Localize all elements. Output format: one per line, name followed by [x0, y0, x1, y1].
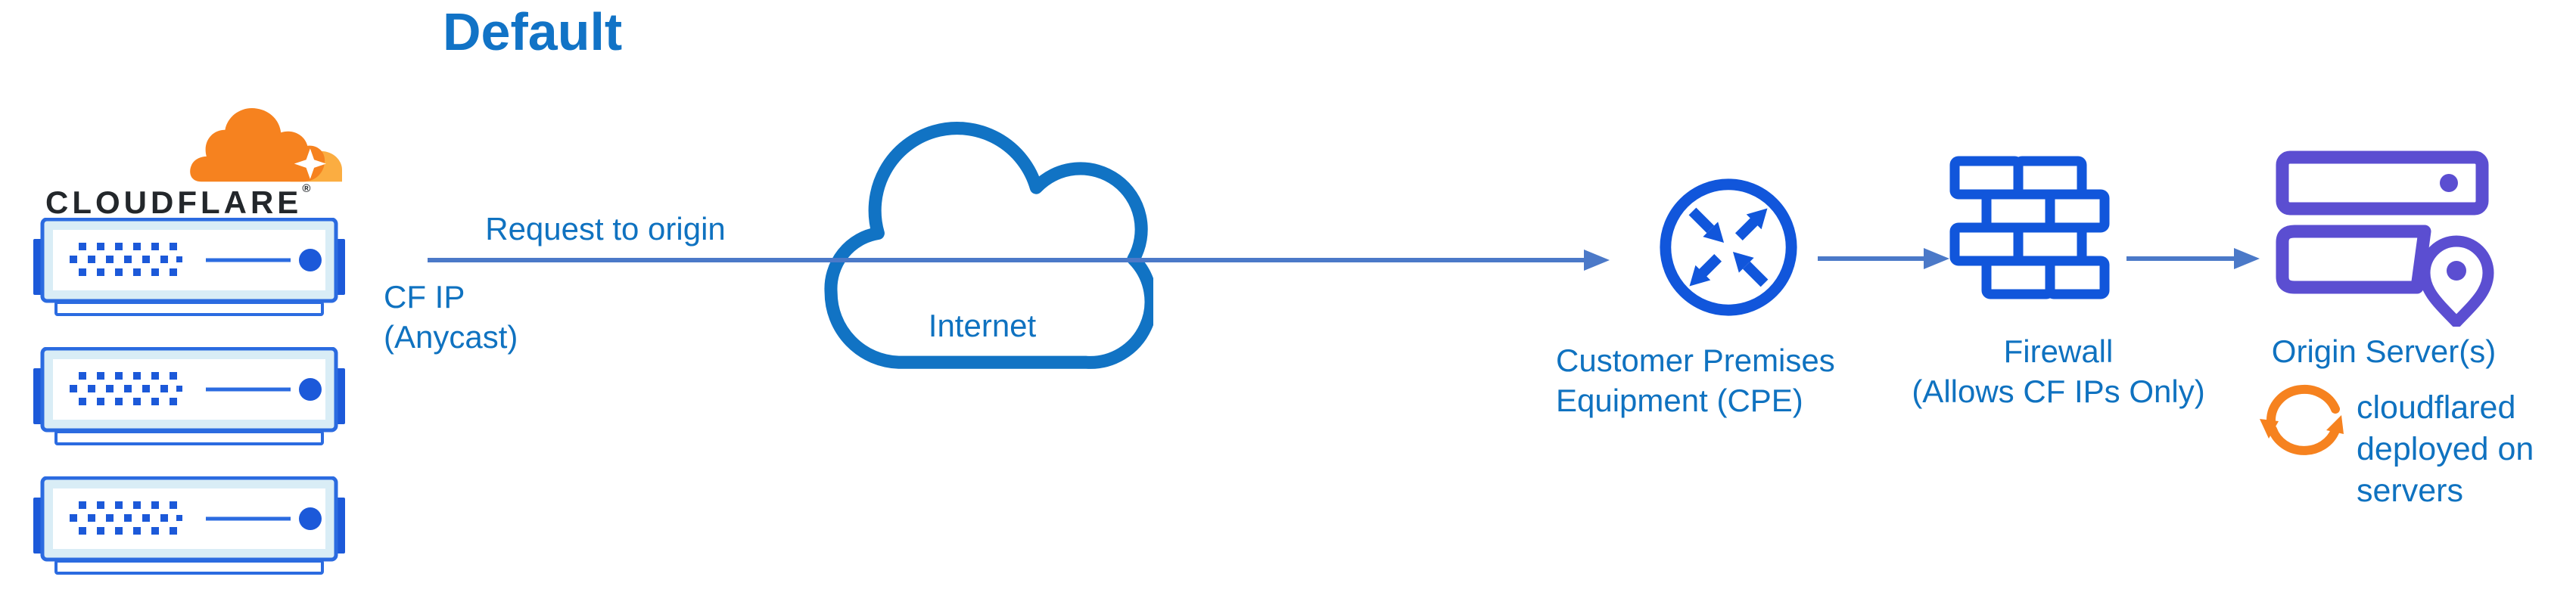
- internet-label: Internet: [928, 308, 1037, 343]
- cpe-label: Customer Premises Equipment (CPE): [1556, 340, 1835, 420]
- cloudflare-server-icon: [33, 347, 345, 445]
- cloudflare-logo-cloud-icon: [190, 108, 342, 182]
- flow-line-cpe-firewall: [1818, 256, 1924, 261]
- location-pin-icon: [2419, 235, 2494, 327]
- firewall-label-line2: (Allows CF IPs Only): [1912, 374, 2205, 409]
- registered-trademark: ®: [302, 182, 311, 195]
- cloudflared-note-line2: deployed on: [2357, 431, 2534, 467]
- cloudflare-server-icon: [33, 476, 345, 575]
- diagram-title: Default: [443, 2, 623, 61]
- cpe-label-line1: Customer Premises: [1556, 343, 1835, 378]
- firewall-label: Firewall (Allows CF IPs Only): [1888, 331, 2229, 411]
- cloudflare-wordmark-text: CLOUDFLARE: [45, 185, 303, 220]
- flow-line-firewall-origin: [2126, 256, 2234, 261]
- cpe-router-icon: [1660, 178, 1797, 316]
- cloudflare-wordmark: CLOUDFLARE®: [45, 182, 310, 221]
- cloudflared-note-line1: cloudflared: [2357, 389, 2516, 426]
- firewall-brick-icon: [1949, 156, 2110, 299]
- flow-arrowhead-request: [1584, 250, 1610, 271]
- cf-ip-line: CF IP: [384, 279, 465, 315]
- sync-arrows-icon: [2260, 384, 2344, 455]
- flow-arrowhead-cpe-firewall: [1924, 248, 1949, 269]
- cf-ip-anycast-label: CF IP (Anycast): [384, 277, 518, 357]
- origin-servers-label: Origin Server(s): [2271, 333, 2497, 369]
- firewall-label-line1: Firewall: [2003, 333, 2114, 369]
- flow-arrowhead-firewall-origin: [2234, 248, 2260, 269]
- anycast-line: (Anycast): [384, 319, 518, 355]
- flow-line-request: [428, 258, 1584, 262]
- origin-servers-icon: [2276, 150, 2494, 327]
- cloudflared-note-line3: servers: [2357, 473, 2463, 509]
- request-edge-label: Request to origin: [485, 211, 726, 247]
- cloudflare-server-icon: [33, 218, 345, 316]
- cloudflared-note: cloudflared deployed on servers: [2357, 387, 2534, 512]
- cpe-label-line2: Equipment (CPE): [1556, 383, 1803, 418]
- internet-cloud-icon: [824, 122, 1153, 369]
